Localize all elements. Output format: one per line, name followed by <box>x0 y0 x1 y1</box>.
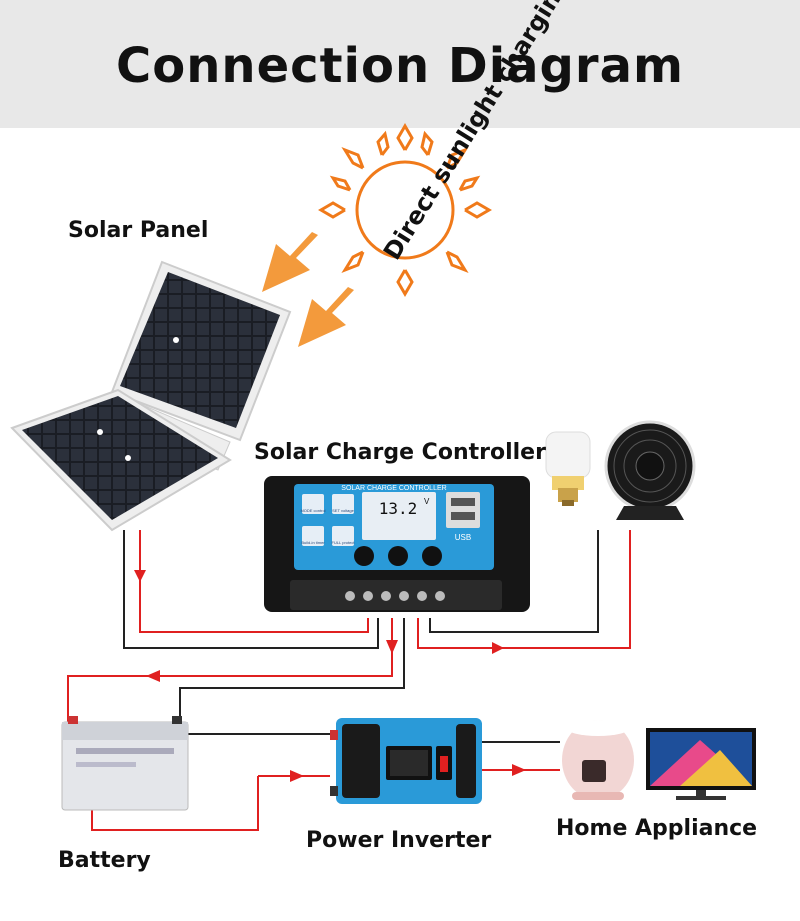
controller-screen-header: SOLAR CHARGE CONTROLLER <box>341 485 446 492</box>
appliance-label: Home Appliance <box>556 816 758 841</box>
light-bulb-icon <box>545 431 591 506</box>
voltage-unit: V <box>424 497 430 506</box>
voltage-reading: 13.2 <box>379 499 418 518</box>
wiring <box>67 530 631 831</box>
solar-panel-label: Solar Panel <box>68 218 209 243</box>
full-label: FULL protect <box>332 540 356 545</box>
controller-label: Solar Charge Controller <box>254 440 546 465</box>
battery-label: Battery <box>58 848 151 873</box>
sunlight-arrow <box>262 232 354 347</box>
battery <box>61 716 189 811</box>
usb-label: USB <box>455 533 471 542</box>
fan-icon <box>604 420 696 520</box>
sun-icon <box>318 123 492 297</box>
television-icon <box>646 728 756 800</box>
charge-controller <box>264 476 530 612</box>
timer-label: Build-in timer <box>301 540 325 545</box>
solar-panel <box>10 260 292 532</box>
set-label: SET voltage <box>332 508 354 513</box>
inverter-label: Power Inverter <box>306 828 492 853</box>
current-arrows <box>134 570 526 782</box>
rice-cooker-icon <box>562 720 634 800</box>
header-bar <box>0 0 800 128</box>
page-title: Connection Diagram <box>116 38 684 94</box>
mode-label: MODE control <box>300 508 325 513</box>
power-inverter <box>330 718 482 804</box>
